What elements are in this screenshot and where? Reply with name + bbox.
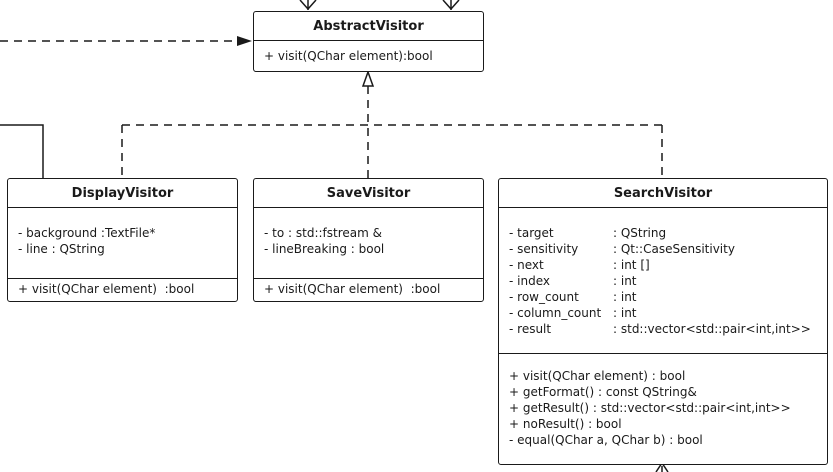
methods-section: + visit(QChar element) :bool [254,279,483,297]
method-item: + getFormat() : const QString& [509,385,697,399]
save-visitor-class: SaveVisitor - to : std::fstream & - line… [253,178,484,302]
method-item: + getResult() : std::vector<std::pair<in… [509,401,791,415]
class-name: SearchVisitor [499,179,827,208]
attribute-item: - to : std::fstream & [264,226,382,240]
method-item: + visit(QChar element) : bool [509,369,686,383]
methods-section: + visit(QChar element):bool [254,41,483,71]
class-name: AbstractVisitor [254,12,483,41]
top-connector-left [299,0,317,11]
method-item: + visit(QChar element) :bool [264,282,441,296]
attributes-section: - background :TextFile* - line : QString [8,208,237,279]
search-visitor-class: SearchVisitor - target: QString - sensit… [498,178,828,465]
attributes-section: - target: QString - sensitivity: Qt::Cas… [499,208,827,354]
dependency-arrow [0,36,252,46]
method-item: + noResult() : bool [509,417,622,431]
attribute-item: - background :TextFile* [18,226,156,240]
methods-section: + visit(QChar element) :bool [8,279,237,297]
attribute-item: - target: QString [509,226,667,240]
methods-section: + visit(QChar element) : bool + getForma… [499,354,827,448]
attribute-item: - result: std::vector<std::pair<int,int>… [509,322,811,336]
method-item: + visit(QChar element):bool [264,49,433,63]
class-name: SaveVisitor [254,179,483,208]
attributes-section: - to : std::fstream & - lineBreaking : b… [254,208,483,279]
attribute-item: - row_count: int [509,290,637,304]
class-name: DisplayVisitor [8,179,237,208]
abstract-visitor-class: AbstractVisitor + visit(QChar element):b… [253,11,484,72]
attribute-item: - sensitivity: Qt::CaseSensitivity [509,242,735,256]
association-line [0,124,44,178]
top-connector-right [442,0,460,11]
display-visitor-class: DisplayVisitor - background :TextFile* -… [7,178,238,302]
attribute-item: - line : QString [18,242,105,256]
attribute-item: - next: int [] [509,258,650,272]
method-item: - equal(QChar a, QChar b) : bool [509,433,703,447]
realization-lines [121,86,663,178]
attribute-item: - column_count: int [509,306,637,320]
attribute-item: - index: int [509,274,637,288]
method-item: + visit(QChar element) :bool [18,282,195,296]
attribute-item: - lineBreaking : bool [264,242,385,256]
realization-arrowhead [361,69,375,87]
